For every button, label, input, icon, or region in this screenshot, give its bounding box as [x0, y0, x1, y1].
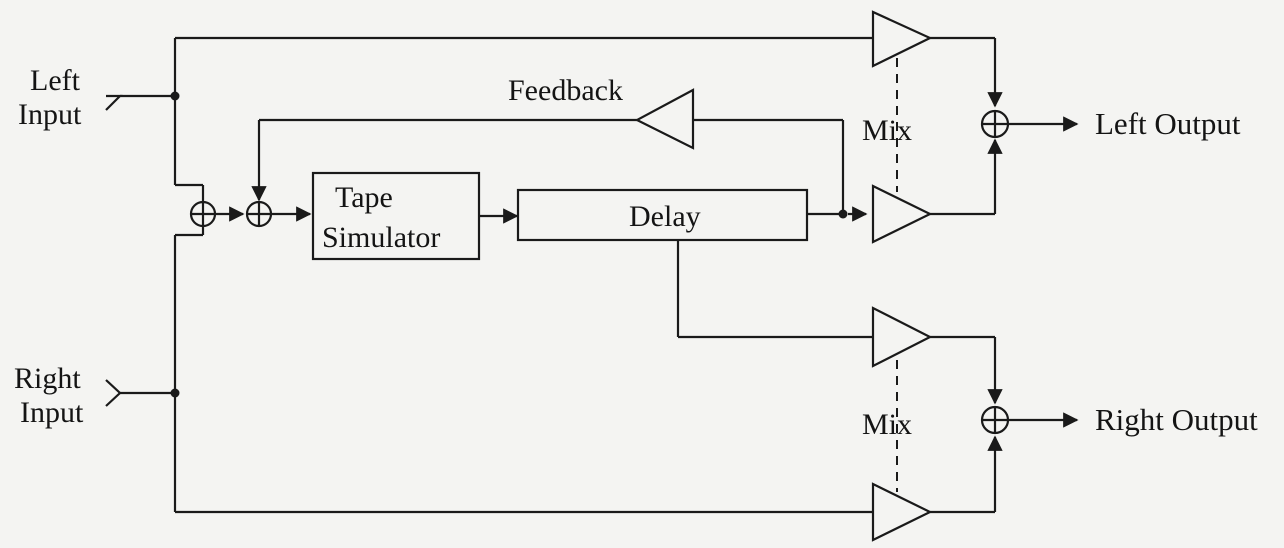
amp-left-dry — [871, 10, 933, 68]
tape-label-1: Tape — [335, 181, 393, 214]
tape-simulator-block — [311, 171, 481, 261]
delay-label: Delay — [629, 200, 701, 233]
left-input-label-2: Input — [18, 98, 82, 131]
tape-label-2: Simulator — [322, 221, 440, 254]
mix-label-top: Mix — [862, 114, 912, 147]
summer-left-output — [980, 109, 1010, 139]
feedback-label: Feedback — [508, 74, 623, 107]
summer-feedback — [245, 200, 273, 228]
amp-feedback — [634, 88, 695, 150]
left-input-terminal — [105, 94, 123, 111]
right-input-terminal — [105, 379, 122, 407]
amp-right-wet — [871, 306, 933, 368]
right-input-label-2: Input — [20, 396, 84, 429]
delay-junction-dot — [838, 209, 848, 219]
right-input-label-1: Right — [14, 362, 81, 395]
amp-right-dry — [871, 482, 933, 542]
right-junction-dot — [170, 388, 180, 398]
summer-input-left — [189, 200, 217, 228]
wires — [105, 36, 1079, 514]
amp-left-wet — [871, 184, 933, 244]
mix-label-bottom: Mix — [862, 408, 912, 441]
left-input-label-1: Left — [30, 64, 81, 97]
delay-block — [516, 188, 809, 242]
summer-right-output — [980, 405, 1010, 435]
left-output-label: Left Output — [1095, 106, 1241, 141]
left-junction-dot — [170, 91, 180, 101]
right-output-label: Right Output — [1095, 402, 1258, 437]
